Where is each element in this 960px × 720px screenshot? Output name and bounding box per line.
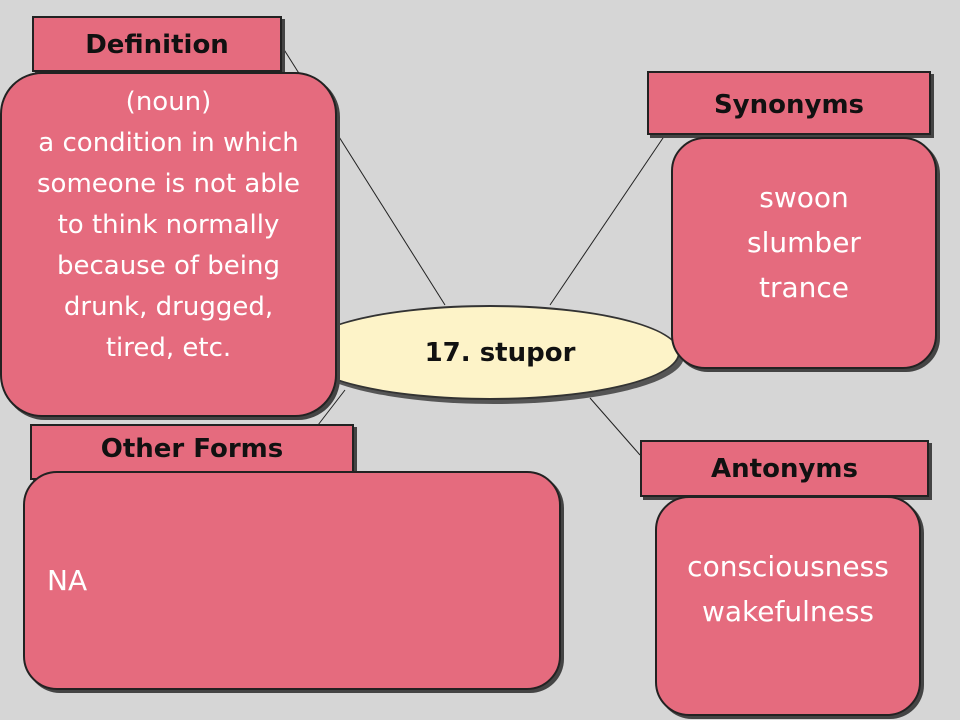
other-forms-label: Other Forms [30, 424, 354, 480]
definition-label: Definition [32, 16, 282, 72]
definition-line: drunk, drugged, [63, 292, 274, 322]
synonym-item: slumber [747, 226, 861, 259]
synonym-item: swoon [759, 181, 849, 214]
synonyms-label: Synonyms [647, 71, 931, 135]
definition-box: (noun) a condition in which someone is not… [0, 72, 337, 417]
connector-other-forms [317, 389, 346, 426]
definition-line: to think normally [57, 210, 280, 240]
synonyms-label-text: Synonyms [713, 90, 865, 120]
synonym-item: trance [758, 271, 849, 304]
definition-line: tired, etc. [105, 333, 232, 363]
antonyms-box: consciousness wakefulness [655, 496, 921, 716]
definition-line: because of being [56, 251, 281, 281]
connector-synonyms [549, 134, 666, 306]
center-term-text: 17. stupor [424, 337, 576, 368]
synonyms-box: swoon slumber trance [671, 137, 937, 369]
other-forms-label-text: Other Forms [100, 434, 284, 464]
connector-antonyms [589, 397, 641, 456]
definition-line: a condition in which [38, 128, 299, 158]
other-forms-box: NA [23, 471, 561, 690]
center-term: 17. stupor [300, 305, 680, 400]
antonyms-label: Antonyms [640, 440, 929, 497]
antonyms-label-text: Antonyms [711, 453, 858, 484]
definition-line: someone is not able [37, 169, 300, 199]
other-forms-value: NA [47, 564, 88, 597]
definition-line: (noun) [125, 87, 212, 117]
definition-label-text: Definition [85, 30, 229, 60]
antonym-item: consciousness [687, 550, 889, 583]
antonym-item: wakefulness [701, 595, 875, 628]
